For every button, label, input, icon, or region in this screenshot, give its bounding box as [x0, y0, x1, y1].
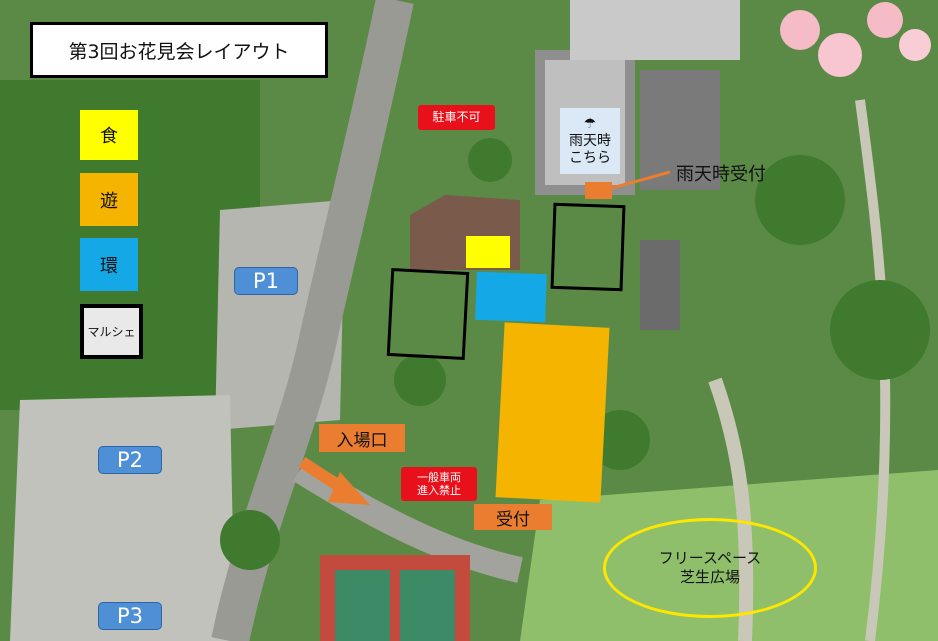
free-space-line-1: フリースペース [658, 549, 762, 567]
play-area [495, 322, 610, 503]
rain-reception-marker [585, 182, 612, 199]
reception-label: 受付 [474, 504, 552, 530]
no-vehicles-tag: 一般車両 進入禁止 [401, 467, 477, 501]
no-parking-tag: 駐車不可 [418, 105, 495, 130]
legend-food: 食 [80, 110, 138, 160]
entrance-arrow [298, 456, 370, 505]
rain-reception-label: 雨天時受付 [676, 164, 766, 185]
legend-environment: 環 [80, 238, 138, 291]
rain-line-1: 雨天時 [569, 132, 611, 149]
page-title: 第3回お花見会レイアウト [30, 22, 328, 78]
parking-badge-p3: P3 [98, 602, 162, 630]
no-vehicles-line-1: 一般車両 [417, 471, 461, 484]
rain-line-2: こちら [569, 149, 611, 166]
free-space-area: フリースペース 芝生広場 [603, 518, 817, 618]
marche-area-top [550, 202, 626, 292]
parking-badge-p2: P2 [98, 446, 162, 474]
cherry-blossom-decoration [780, 2, 931, 77]
rain-reception-pointer [611, 170, 671, 190]
food-area [466, 236, 510, 268]
rain-location-box: ☂ 雨天時 こちら [560, 108, 620, 174]
environment-area [475, 271, 547, 323]
legend-play: 遊 [80, 173, 138, 226]
parking-badge-p1: P1 [234, 267, 298, 295]
entrance-label: 入場口 [319, 424, 405, 452]
no-vehicles-line-2: 進入禁止 [417, 484, 461, 497]
umbrella-icon: ☂ [583, 115, 597, 132]
free-space-line-2: 芝生広場 [679, 568, 740, 586]
marche-area-left [386, 268, 470, 360]
legend-marche: マルシェ [80, 304, 143, 359]
